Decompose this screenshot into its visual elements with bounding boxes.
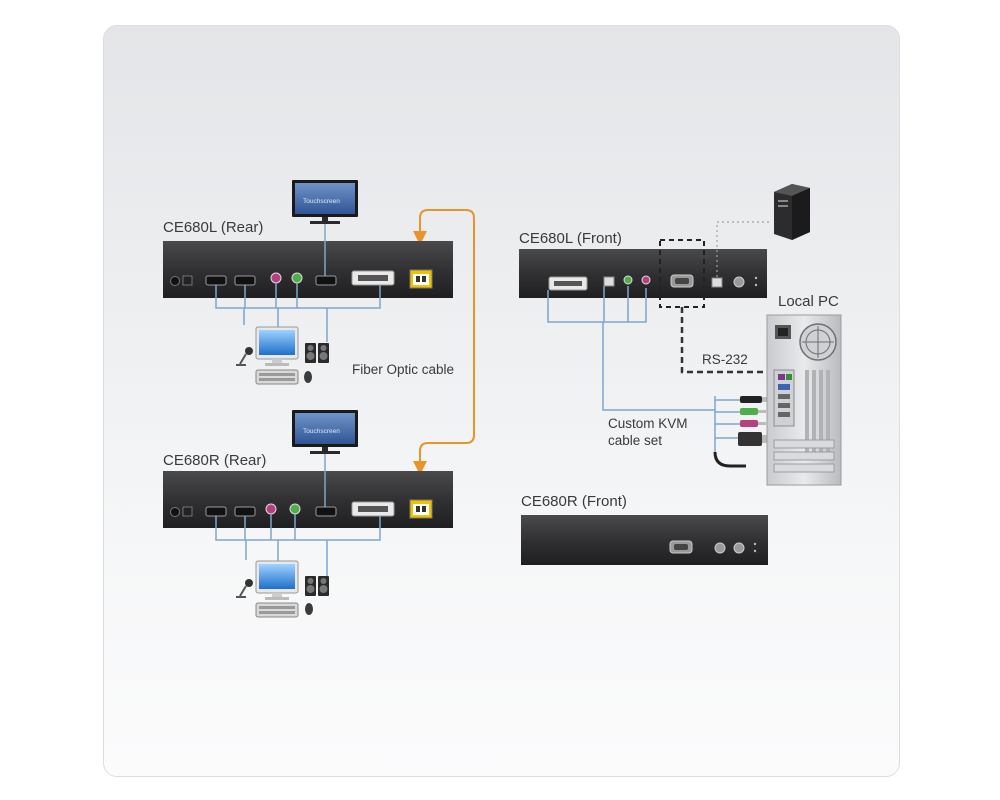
console-devices-bottom — [236, 560, 329, 618]
ce680l-rear-panel — [163, 241, 453, 298]
microphone-icon — [236, 579, 253, 598]
tower-pc-icon — [774, 184, 810, 240]
ce680l-front-panel — [519, 249, 767, 298]
ce680r-front-title: CE680R (Front) — [521, 493, 627, 510]
speaker-jack-icon — [289, 503, 301, 515]
power-jack-icon — [170, 276, 180, 286]
fiber-optic-cable — [413, 209, 475, 475]
usb-plug-icon — [740, 396, 762, 403]
ce680l-front-title: CE680L (Front) — [519, 230, 622, 247]
monitor-icon — [255, 326, 299, 366]
kvm-cable-lines — [547, 286, 740, 452]
console-cables-top — [215, 283, 381, 342]
mic-jack-icon — [641, 275, 651, 285]
console-cables-bottom — [215, 514, 381, 578]
mic-plug-icon — [740, 420, 758, 427]
hdmi-port-icon — [234, 506, 256, 517]
touchscreen-monitor-bottom: Touchscreen — [292, 410, 358, 454]
usb-b-port-icon — [711, 277, 723, 288]
local-pc-label: Local PC — [778, 293, 839, 310]
mouse-icon — [304, 371, 312, 383]
kvm-connectors — [713, 396, 770, 468]
mouse-icon — [305, 603, 313, 615]
hdmi-port-icon — [205, 506, 227, 517]
dvi-plug-icon — [738, 432, 762, 446]
ce680r-rear-panel — [163, 471, 453, 528]
console-devices-top — [236, 326, 329, 385]
power-switch-icon — [182, 506, 193, 517]
power-jack-icon — [170, 507, 180, 517]
power-switch-icon — [182, 275, 193, 286]
computer-case-icon — [766, 314, 842, 486]
touchscreen-label-top: Touchscreen — [303, 198, 340, 205]
keyboard-icon — [255, 369, 299, 385]
microphone-icon — [236, 347, 253, 366]
mic-jack-icon — [270, 272, 282, 284]
usb-port-icon — [315, 506, 337, 517]
button-icon — [714, 542, 726, 554]
usb-b-port-icon — [603, 276, 615, 287]
kvm-cable-label-line1: Custom KVM — [608, 416, 688, 431]
button-icon — [733, 542, 745, 554]
ce680r-rear-title: CE680R (Rear) — [163, 452, 266, 469]
touchscreen-label-bottom: Touchscreen — [303, 428, 340, 435]
speaker-jack-icon — [623, 275, 633, 285]
usb-port-icon — [315, 275, 337, 286]
hdmi-port-icon — [234, 275, 256, 286]
monitor-icon — [255, 560, 299, 600]
kvm-cable-label-line2: cable set — [608, 433, 662, 448]
keyboard-icon — [255, 602, 299, 618]
speaker-jack-icon — [291, 272, 303, 284]
hdmi-port-icon — [205, 275, 227, 286]
ce680r-front-panel — [521, 515, 768, 565]
rs232-highlight-box — [659, 239, 705, 308]
fiber-optic-label: Fiber Optic cable — [352, 362, 454, 377]
audio-plug-icon — [740, 408, 758, 415]
speaker-icon — [305, 343, 329, 363]
mic-jack-icon — [265, 503, 277, 515]
touchscreen-monitor-top: Touchscreen — [292, 180, 358, 224]
button-icon — [733, 276, 745, 288]
speaker-icon — [305, 576, 329, 596]
usb-link-line — [716, 221, 772, 277]
rs232-label: RS-232 — [702, 352, 748, 367]
ce680l-rear-title: CE680L (Rear) — [163, 219, 263, 236]
rs232-cable — [680, 307, 776, 374]
